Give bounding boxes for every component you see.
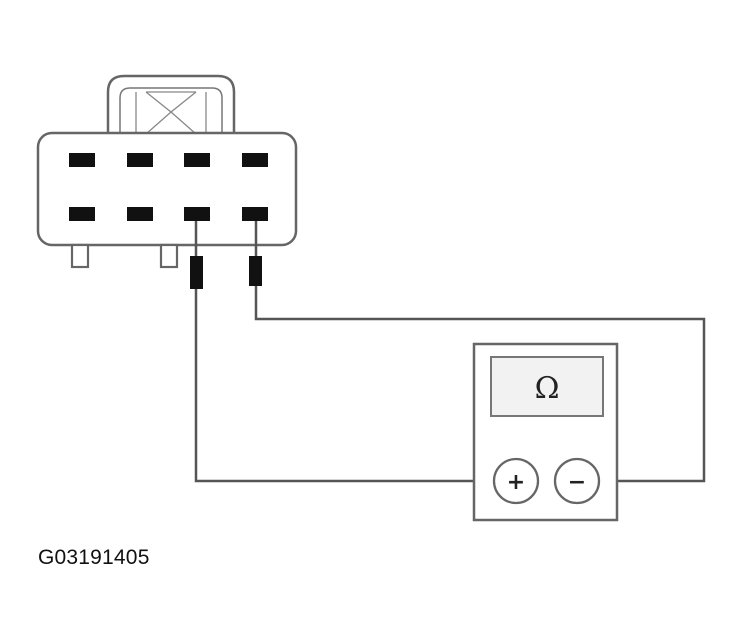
positive-terminal: + xyxy=(492,457,540,505)
connector-locking-tab xyxy=(106,74,236,134)
connector-body xyxy=(36,131,298,247)
negative-terminal-sign: − xyxy=(568,470,586,495)
connector-pin xyxy=(242,207,268,221)
connector-pin xyxy=(69,153,95,167)
connector-pin xyxy=(127,207,153,221)
test-lead-positive xyxy=(190,221,494,483)
negative-terminal: − xyxy=(553,457,601,505)
connector-pin xyxy=(127,153,153,167)
connector-tab-detail xyxy=(135,91,207,135)
connector-pin xyxy=(184,153,210,167)
connector-foot-right xyxy=(159,243,179,269)
connector-pin xyxy=(184,207,210,221)
connector-pin xyxy=(242,153,268,167)
electrical-connector xyxy=(36,74,298,269)
figure-id-label: G03191405 xyxy=(38,546,150,569)
connector-pin xyxy=(69,207,95,221)
multimeter: Ω + − xyxy=(472,342,619,522)
ohm-symbol: Ω xyxy=(535,371,560,406)
test-lead-negative xyxy=(249,221,706,483)
connector-tab-inner xyxy=(119,87,223,134)
probe-tip-negative xyxy=(249,256,262,286)
positive-terminal-sign: + xyxy=(507,470,525,495)
multimeter-display xyxy=(490,356,604,417)
connector-foot-left xyxy=(70,243,90,269)
probe-tip-positive xyxy=(190,256,203,289)
